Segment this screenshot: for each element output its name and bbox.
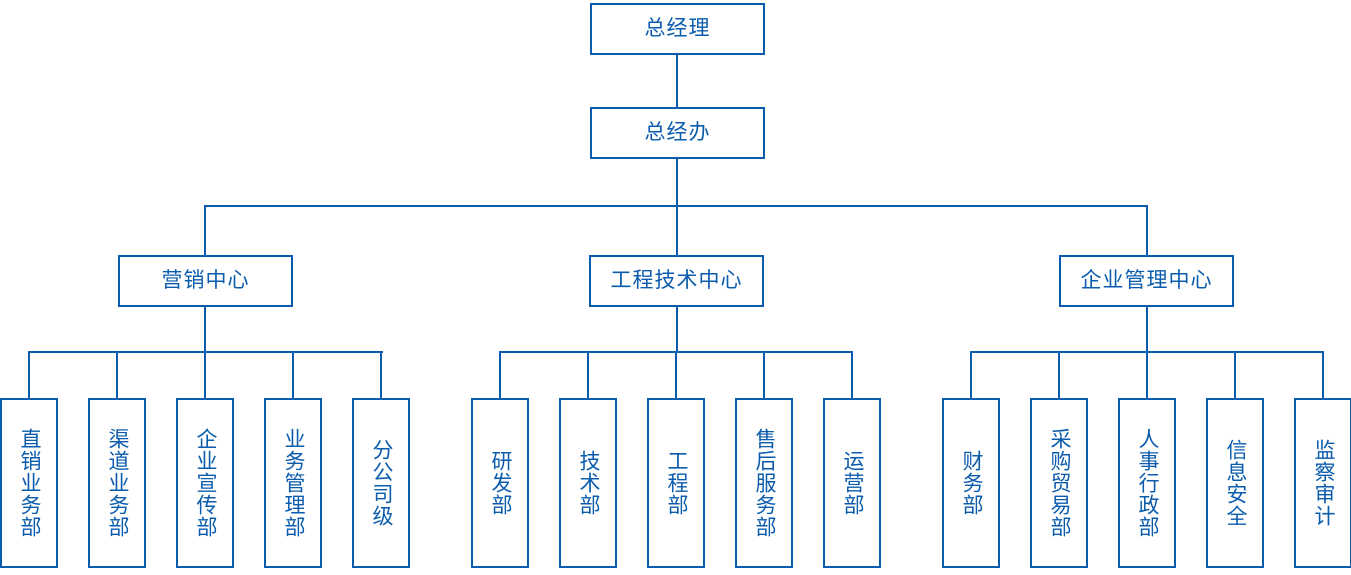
node-label: 监察审计 bbox=[1312, 439, 1336, 527]
node-general-manager[interactable]: 总经理 bbox=[590, 3, 765, 55]
connector-management-drop-4 bbox=[1234, 351, 1236, 398]
node-dept-finance[interactable]: 财务部 bbox=[942, 398, 1000, 568]
connector-engineering-stem bbox=[676, 307, 678, 352]
connector-management-drop-1 bbox=[970, 351, 972, 398]
node-label: 采购贸易部 bbox=[1048, 428, 1072, 538]
node-dept-information-security[interactable]: 信息安全 bbox=[1206, 398, 1264, 568]
node-dept-after-sales-service[interactable]: 售后服务部 bbox=[735, 398, 793, 568]
connector-engineering-drop-2 bbox=[587, 351, 589, 398]
connector-engineering-drop-4 bbox=[763, 351, 765, 398]
node-dept-operations[interactable]: 运营部 bbox=[823, 398, 881, 568]
node-dept-hr-administration[interactable]: 人事行政部 bbox=[1118, 398, 1176, 568]
node-label: 企业管理中心 bbox=[1080, 269, 1213, 293]
connector-engineering-drop-3 bbox=[675, 351, 677, 398]
node-dept-research-development[interactable]: 研发部 bbox=[471, 398, 529, 568]
node-dept-channel-sales[interactable]: 渠道业务部 bbox=[88, 398, 146, 568]
node-dept-branch-company-level[interactable]: 分公司级 bbox=[352, 398, 410, 568]
node-center-marketing[interactable]: 营销中心 bbox=[118, 255, 293, 307]
node-label: 渠道业务部 bbox=[106, 428, 130, 538]
node-dept-engineering[interactable]: 工程部 bbox=[647, 398, 705, 568]
node-label: 信息安全 bbox=[1224, 439, 1248, 527]
node-center-engineering[interactable]: 工程技术中心 bbox=[589, 255, 764, 307]
connector-management-stem bbox=[1146, 307, 1148, 352]
node-label: 工程部 bbox=[665, 450, 689, 516]
node-label: 分公司级 bbox=[370, 439, 394, 527]
node-label: 总经理 bbox=[644, 17, 711, 41]
connector-root-to-office bbox=[676, 55, 678, 107]
connector-bus-to-center-marketing bbox=[204, 205, 206, 255]
node-label: 直销业务部 bbox=[18, 428, 42, 538]
node-general-manager-office[interactable]: 总经办 bbox=[590, 107, 765, 159]
node-label: 售后服务部 bbox=[753, 428, 777, 538]
connector-bus-to-center-engineering bbox=[676, 205, 678, 255]
node-dept-supervision-audit[interactable]: 监察审计 bbox=[1294, 398, 1351, 568]
connector-office-stem bbox=[676, 159, 678, 206]
node-label: 工程技术中心 bbox=[610, 269, 743, 293]
connector-marketing-bus bbox=[29, 351, 383, 353]
node-dept-corporate-publicity[interactable]: 企业宣传部 bbox=[176, 398, 234, 568]
connector-marketing-drop-4 bbox=[292, 351, 294, 398]
connector-bus-to-center-management bbox=[1146, 205, 1148, 255]
connector-management-drop-5 bbox=[1322, 351, 1324, 398]
node-label: 业务管理部 bbox=[282, 428, 306, 538]
node-dept-procurement-trade[interactable]: 采购贸易部 bbox=[1030, 398, 1088, 568]
connector-marketing-stem bbox=[204, 307, 206, 352]
connector-marketing-drop-2 bbox=[116, 351, 118, 398]
node-dept-business-management[interactable]: 业务管理部 bbox=[264, 398, 322, 568]
node-label: 企业宣传部 bbox=[194, 428, 218, 538]
connector-management-drop-3 bbox=[1146, 351, 1148, 398]
node-label: 营销中心 bbox=[161, 269, 250, 293]
node-center-management[interactable]: 企业管理中心 bbox=[1059, 255, 1234, 307]
connector-engineering-drop-1 bbox=[499, 351, 501, 398]
connector-marketing-drop-5 bbox=[380, 351, 382, 398]
connector-management-drop-2 bbox=[1058, 351, 1060, 398]
connector-marketing-drop-3 bbox=[204, 351, 206, 398]
node-dept-technology[interactable]: 技术部 bbox=[559, 398, 617, 568]
node-label: 研发部 bbox=[489, 450, 513, 516]
connector-marketing-drop-1 bbox=[28, 351, 30, 398]
node-label: 技术部 bbox=[577, 450, 601, 516]
node-label: 运营部 bbox=[841, 450, 865, 516]
connector-engineering-drop-5 bbox=[851, 351, 853, 398]
node-label: 人事行政部 bbox=[1136, 428, 1160, 538]
node-label: 财务部 bbox=[960, 450, 984, 516]
node-dept-direct-sales[interactable]: 直销业务部 bbox=[0, 398, 58, 568]
node-label: 总经办 bbox=[644, 121, 711, 145]
